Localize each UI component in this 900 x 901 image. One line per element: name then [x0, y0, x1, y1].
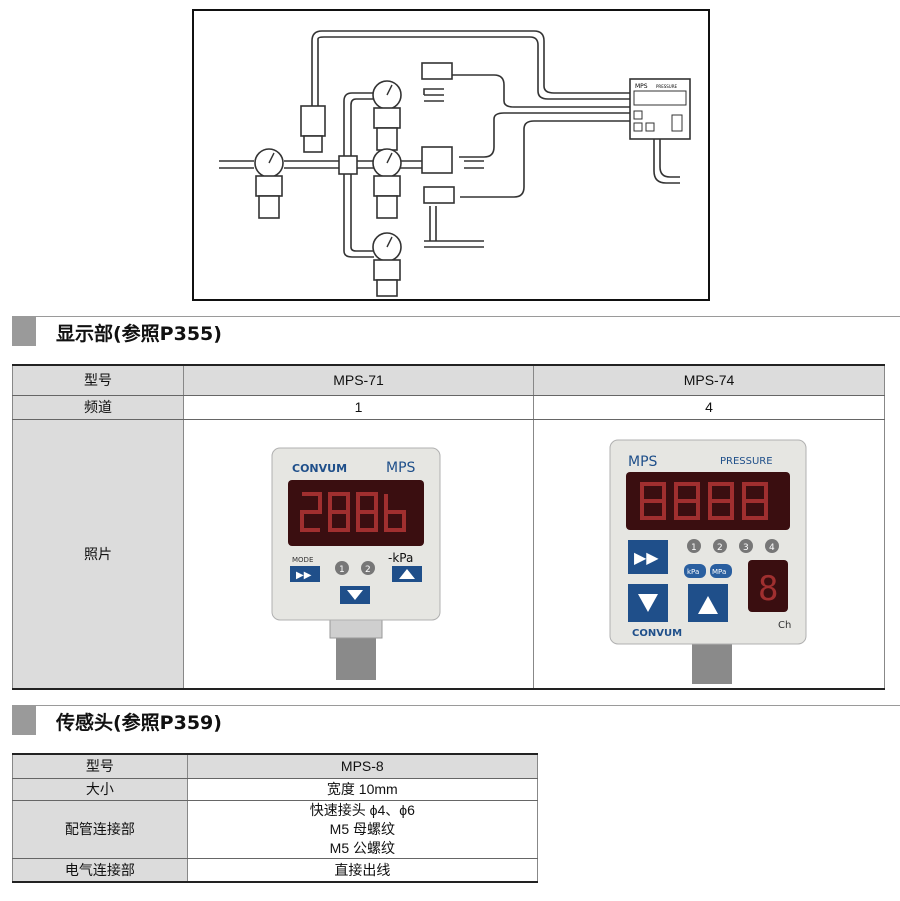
channel-mps74-cell: 4 [533, 394, 885, 420]
sensor-electrical-label: 电气连接部 [12, 857, 188, 883]
table-row: 型号 MPS-71 MPS-74 [12, 364, 885, 396]
mps74-ch3-mark: 3 [743, 543, 749, 553]
mps74-ch2-mark: 2 [717, 543, 723, 553]
mps74-model: MPS [628, 454, 658, 470]
mps74-channel-digit: 8 [758, 569, 778, 609]
mps74-ch1-mark: 1 [691, 543, 697, 553]
mps74-ch4-mark: 4 [769, 543, 775, 553]
sensor-model-value: MPS-8 [186, 753, 539, 779]
mps71-down-icon [347, 589, 363, 600]
sensor-table: 型号 MPS-8 大小 宽度 10mm 配管连接部 快速接头 ϕ4、ϕ6 M5 … [12, 753, 539, 883]
photo-label-cell: 照片 [12, 418, 184, 689]
section-bar [12, 705, 36, 735]
mps74-ch2-icon [713, 538, 727, 553]
mps71-unit: -kPa [388, 551, 413, 565]
mps74-channel-display [748, 559, 788, 612]
mps74-mode-icon: ▶▶ [634, 548, 659, 567]
mps74-mpa-button[interactable] [710, 563, 732, 578]
piping-line: M5 公螺纹 [329, 839, 395, 856]
sensor-model-label: 型号 [12, 753, 188, 779]
mps71-ch2-icon [361, 560, 375, 575]
mps74-ch-label: Ch [778, 620, 791, 631]
mps71-ch1-icon [335, 560, 349, 575]
sensor-section-heading: 传感头(参照P359) [12, 705, 900, 735]
piping-diagram-svg: MPS PRESSURE [219, 30, 691, 297]
mps71-model: MPS [386, 460, 416, 476]
table-row: 配管连接部 快速接头 ϕ4、ϕ6 M5 母螺纹 M5 公螺纹 [12, 799, 539, 859]
mps74-up-icon [698, 595, 718, 614]
sensor-piping-label: 配管连接部 [12, 799, 188, 859]
model-label-cell: 型号 [12, 364, 184, 396]
display-section-title: 显示部(参照P355) [56, 323, 222, 345]
mps74-kpa-button[interactable] [684, 563, 706, 578]
section-bar [12, 316, 36, 346]
mps71-segment-display [300, 491, 406, 532]
sensor-section-title: 传感头(参照P359) [56, 712, 222, 734]
section-rule [36, 316, 900, 317]
table-row: 大小 宽度 10mm [12, 777, 539, 801]
mps74-ch3-icon [739, 538, 753, 553]
mps71-mode-icon: ▶▶ [296, 570, 312, 581]
mps71-brand: CONVUM [292, 462, 347, 475]
model-mps74-cell: MPS-74 [533, 364, 885, 396]
table-row: 电气连接部 直接出线 [12, 857, 539, 883]
mps71-up-icon [399, 568, 415, 579]
table-row: 型号 MPS-8 [12, 753, 539, 779]
table-row: 频道 1 4 [12, 394, 885, 420]
piping-diagram: MPS PRESSURE [192, 9, 710, 301]
model-mps71-cell: MPS-71 [183, 364, 534, 396]
mps71-ch1-mark: 1 [339, 565, 345, 575]
sensor-size-label: 大小 [12, 777, 188, 801]
mps74-ch4-icon [765, 538, 779, 553]
sensor-size-value: 宽度 10mm [186, 777, 539, 801]
display-section-heading: 显示部(参照P355) [12, 316, 900, 346]
mps74-down-icon [638, 593, 658, 612]
section-rule [36, 705, 900, 706]
diagram-display-unit: MPS PRESSURE [629, 78, 691, 140]
channel-mps71-cell: 1 [183, 394, 534, 420]
mps74-mode-button[interactable] [628, 539, 668, 574]
mps74-photo: MPS PRESSURE ▶▶ 1 2 3 [609, 439, 807, 684]
mps74-segment-display [640, 481, 768, 520]
display-table: 型号 MPS-71 MPS-74 频道 1 4 照片 CONVUM MPS [12, 364, 885, 690]
mps71-photo: CONVUM MPS MODE ▶▶ 1 2 -kPa [271, 447, 441, 680]
diagram-brand: MPS [635, 83, 648, 90]
piping-line: 快速接头 ϕ4、ϕ6 [309, 801, 415, 818]
channel-label-cell: 频道 [12, 394, 184, 420]
sensor-electrical-value: 直接出线 [186, 857, 539, 883]
mps71-ch2-mark: 2 [365, 565, 371, 575]
mps71-mode-button[interactable] [290, 565, 320, 582]
photo-mps74-cell: MPS PRESSURE ▶▶ 1 2 3 [533, 418, 885, 689]
mps71-mode-label: MODE [292, 556, 313, 564]
diagram-label: PRESSURE [656, 84, 678, 89]
mps74-mpa-label: MPa [712, 568, 726, 576]
mps74-kpa-label: kPa [687, 568, 699, 576]
table-row: 照片 CONVUM MPS MODE ▶▶ [12, 418, 885, 689]
sensor-piping-value: 快速接头 ϕ4、ϕ6 M5 母螺纹 M5 公螺纹 [186, 799, 539, 859]
mps74-brand: CONVUM [632, 628, 682, 639]
mps74-ch1-icon [687, 538, 701, 553]
photo-mps71-cell: CONVUM MPS MODE ▶▶ 1 2 -kPa [183, 418, 534, 689]
piping-line: M5 母螺纹 [329, 820, 395, 837]
mps74-label: PRESSURE [720, 456, 773, 467]
